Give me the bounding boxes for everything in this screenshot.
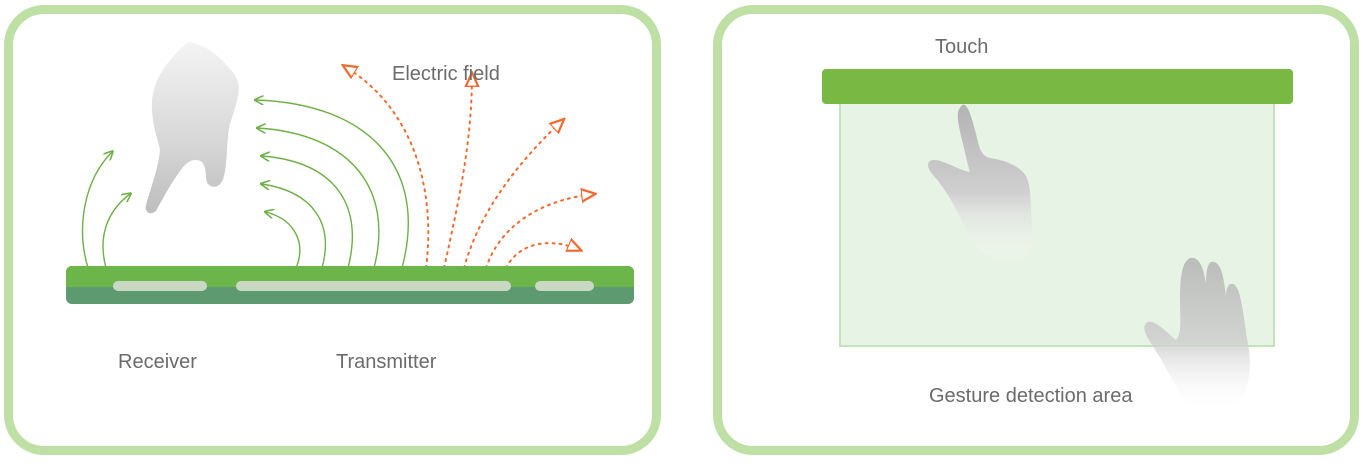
- transmitter-label: Transmitter: [336, 352, 436, 372]
- receiver-electrode: [113, 281, 207, 291]
- electric-field-label: Electric field: [392, 64, 500, 84]
- touch-label: Touch: [935, 37, 988, 57]
- transmitter-electrode: [236, 281, 511, 291]
- receiver-electrode-right: [535, 281, 594, 291]
- pointing-hand-icon: [146, 42, 239, 213]
- receiver-field-lines: [83, 100, 409, 268]
- gesture-detection-area-label: Gesture detection area: [929, 386, 1132, 406]
- electric-field-lines: [344, 66, 594, 268]
- receiver-label: Receiver: [118, 352, 197, 372]
- sensor-board: [66, 266, 634, 304]
